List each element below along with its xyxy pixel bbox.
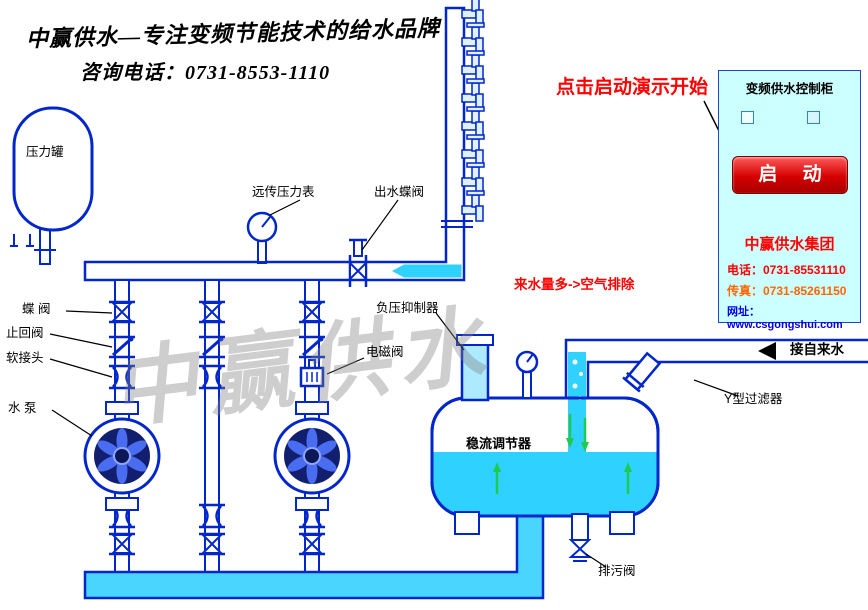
- label-drain-valve: 排污阀: [598, 564, 636, 578]
- label-tap-water-inlet: 接自来水: [790, 342, 844, 357]
- faucet-icon: [461, 190, 485, 222]
- cabinet-fax: 传真：0731-85261150: [727, 284, 847, 298]
- faucet-icon: [461, 134, 485, 166]
- faucet-icon: [461, 106, 485, 138]
- butterfly-valve-icon: [107, 532, 137, 556]
- inlet-water-column: [568, 352, 586, 452]
- tank-pressure-gauge-icon: [515, 350, 539, 399]
- pressure-tank: [10, 106, 94, 265]
- remote-pressure-gauge-icon: [246, 211, 278, 264]
- air-removal-annotation: 来水量多->空气排除: [514, 277, 635, 292]
- indicator-light-left: [741, 111, 754, 124]
- cabinet-phone: 电话：0731-85531110: [727, 263, 846, 277]
- label-water-pump: 水 泵: [8, 401, 37, 415]
- label-outlet-butterfly-valve: 出水蝶阀: [374, 185, 425, 199]
- start-button[interactable]: 启 动: [732, 156, 848, 194]
- cabinet-company: 中赢供水集团: [744, 236, 835, 253]
- label-remote-pressure-gauge: 远传压力表: [252, 185, 315, 199]
- faucet-icon: [461, 162, 485, 194]
- tank-support: [454, 511, 480, 535]
- y-filter-icon: [622, 351, 662, 393]
- butterfly-valve-icon: [297, 300, 327, 324]
- main-header-pipe: [83, 6, 473, 282]
- control-cabinet-panel: 变频供水控制柜 启 动 中赢供水集团 电话：0731-85531110 传真：0…: [718, 70, 861, 331]
- water-flow-fill: [404, 264, 462, 278]
- label-soft-joint: 软接头: [6, 351, 44, 365]
- demo-start-annotation: 点击启动演示开始: [556, 77, 709, 98]
- faucet-icon: [461, 0, 485, 26]
- label-pressure-tank: 压力罐: [26, 145, 64, 159]
- faucet-column: [461, 0, 485, 222]
- drain-valve-icon: [568, 513, 592, 562]
- faucet-icon: [461, 78, 485, 110]
- label-flow-stabilizer: 稳流调节器: [466, 436, 532, 451]
- butterfly-valve-icon: [297, 532, 327, 556]
- label-check-valve: 止回阀: [6, 326, 44, 340]
- negative-pressure-suppressor-icon: [456, 334, 494, 402]
- indicator-light-right: [807, 111, 820, 124]
- faucet-icon: [461, 22, 485, 54]
- butterfly-valve-icon: [197, 532, 227, 556]
- butterfly-valve-icon: [107, 300, 137, 324]
- cabinet-title: 变频供水控制柜: [745, 82, 834, 96]
- inlet-flow-arrow: [758, 342, 776, 360]
- water-pump-icon: [83, 400, 161, 512]
- label-solenoid-valve: 电磁阀: [366, 345, 404, 359]
- label-negative-pressure-suppressor: 负压抑制器: [376, 301, 439, 315]
- faucet-icon: [461, 50, 485, 82]
- flow-arrows-green: [493, 414, 632, 494]
- outlet-butterfly-valve-icon: [348, 238, 368, 287]
- butterfly-valve-icon: [197, 300, 227, 324]
- tank-water-fill: [432, 452, 658, 516]
- tank-support: [609, 511, 635, 535]
- label-butterfly-valve: 蝶 阀: [22, 302, 51, 316]
- label-y-filter: Y型过滤器: [724, 392, 783, 406]
- consult-phone: 咨询电话：0731-8553-1110: [80, 62, 331, 84]
- flow-arrow: [392, 264, 404, 278]
- flow-stabilizer-tank: [430, 352, 660, 535]
- cabinet-website[interactable]: 网址：www.csgongshui.com: [727, 306, 843, 331]
- water-pump-icon: [273, 400, 351, 512]
